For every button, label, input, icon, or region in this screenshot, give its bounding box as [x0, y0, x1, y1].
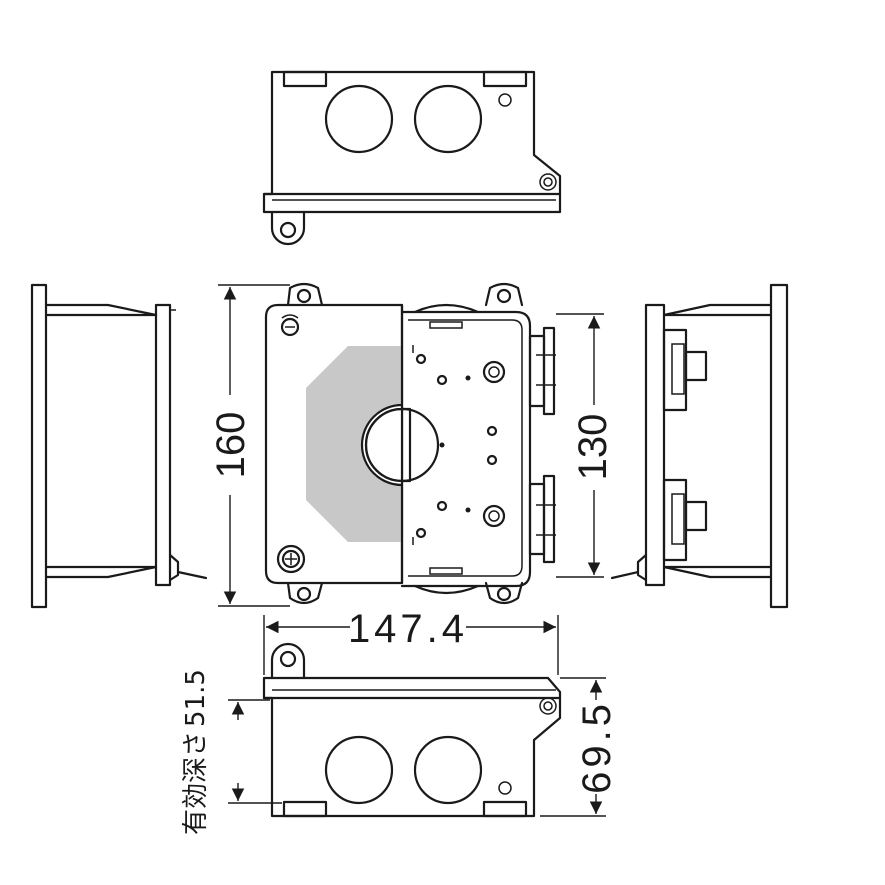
cover-shaded-area	[306, 346, 402, 542]
dimension-height-outer: 160	[209, 284, 290, 607]
dim-160-label: 160	[209, 412, 253, 479]
knockout-hole	[324, 84, 394, 154]
left-side-view	[30, 283, 208, 609]
knockout-hole	[324, 735, 394, 805]
dimension-depth-total: 69.5	[540, 677, 619, 817]
right-side-view	[610, 283, 789, 609]
effective-depth-label: 有効深さ51.5	[181, 669, 211, 835]
dim-147-4-label: 147.4	[348, 607, 468, 651]
dim-69-5-label: 69.5	[575, 700, 619, 794]
bottom-view	[262, 642, 562, 818]
screw-icon	[276, 544, 306, 574]
front-view	[264, 282, 556, 605]
dim-130-label: 130	[571, 414, 615, 481]
dimension-height-inner: 130	[556, 313, 615, 578]
top-view	[262, 70, 562, 246]
dimension-effective-depth: 有効深さ51.5	[181, 669, 282, 835]
knockout-hole	[413, 735, 483, 805]
screw-icon	[280, 317, 300, 337]
dimension-width: 147.4	[263, 607, 559, 675]
knockout-hole	[413, 84, 483, 154]
